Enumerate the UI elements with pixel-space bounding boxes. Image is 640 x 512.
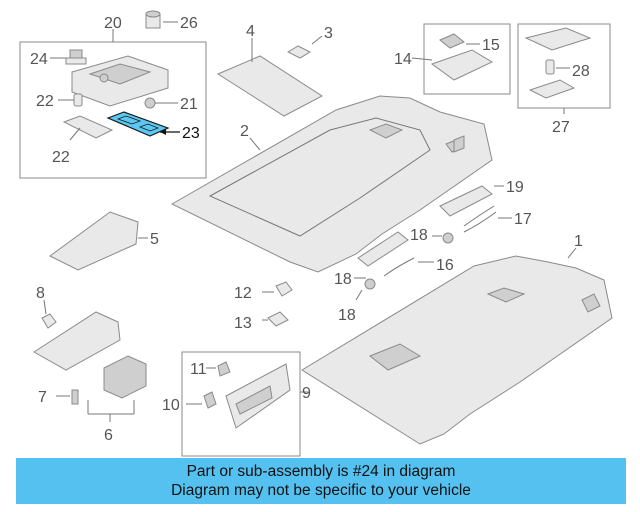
callout-29[interactable]: 28 [572, 63, 590, 80]
callout-17[interactable]: 17 [514, 211, 532, 228]
part-18-screw-lower[interactable] [364, 278, 376, 290]
part-1-headliner[interactable] [301, 255, 613, 445]
callout-16[interactable]: 16 [436, 257, 454, 274]
part-8-clip[interactable] [41, 313, 57, 329]
callout-7[interactable]: 7 [38, 389, 47, 406]
callout-20[interactable]: 19 [506, 179, 524, 196]
callout-13[interactable]: 13 [234, 315, 252, 332]
callout-6[interactable]: 6 [104, 427, 113, 444]
part-28-lamp[interactable] [524, 27, 592, 99]
part-15-bulb[interactable] [439, 33, 465, 49]
callout-26[interactable]: 24 [30, 51, 48, 68]
callout-11[interactable]: 11 [190, 361, 207, 378]
part-18-screw-upper[interactable] [442, 232, 454, 244]
group-box-9 [181, 351, 301, 457]
callout-19[interactable]: 18 [334, 271, 352, 288]
part-16-grip[interactable] [383, 257, 415, 277]
part-22-screw[interactable] [144, 97, 166, 109]
part-23-lens[interactable] [62, 115, 114, 139]
callout-27[interactable]: 26 [180, 15, 198, 32]
callout-21[interactable]: 20 [104, 15, 122, 32]
banner-line-1: Part or sub-assembly is #24 in diagram [186, 463, 456, 480]
callout-25[interactable]: 22 [36, 93, 54, 110]
callout-2[interactable]: 2 [240, 123, 249, 140]
callout-10[interactable]: 10 [162, 397, 180, 414]
part-10-hinge[interactable] [203, 391, 217, 409]
part-19-handle[interactable] [357, 231, 409, 267]
part-12-clip[interactable] [275, 281, 293, 297]
part-20-handle[interactable] [439, 185, 493, 217]
callout-12[interactable]: 12 [234, 285, 252, 302]
callout-3[interactable]: 3 [324, 25, 333, 42]
part-29-bulb[interactable] [545, 59, 555, 75]
callout-18b[interactable]: 18 [338, 307, 356, 324]
callout-9[interactable]: 9 [302, 385, 311, 402]
info-banner: Part or sub-assembly is #24 in diagram D… [16, 458, 626, 504]
callout-14[interactable]: 14 [394, 51, 412, 68]
callout-28[interactable]: 27 [552, 119, 570, 136]
callout-18a[interactable]: 18 [410, 227, 428, 244]
part-9-sunvisor[interactable] [225, 363, 291, 429]
part-7-screw[interactable] [71, 389, 79, 405]
callout-15[interactable]: 15 [482, 37, 500, 54]
part-24-highlighted[interactable] [106, 111, 170, 137]
part-6-block[interactable] [103, 355, 147, 399]
callout-24[interactable]: 23 [182, 125, 200, 142]
part-2-headliner[interactable] [170, 95, 493, 273]
part-26-clip[interactable] [65, 49, 87, 65]
part-14-lamp[interactable] [430, 49, 494, 81]
callout-8[interactable]: 8 [36, 285, 45, 302]
callout-1[interactable]: 1 [574, 233, 583, 250]
banner-line-2: Diagram may not be specific to your vehi… [171, 482, 471, 499]
part-4-panel[interactable] [216, 55, 323, 117]
callout-23[interactable]: 22 [52, 149, 70, 166]
callout-4[interactable]: 4 [246, 23, 255, 40]
part-3-clip[interactable] [286, 45, 312, 59]
part-5-trim[interactable] [49, 211, 139, 271]
part-17-grip[interactable] [463, 205, 497, 233]
part-lower-console[interactable] [33, 311, 121, 371]
part-27-clip[interactable] [145, 10, 161, 29]
callout-22[interactable]: 21 [180, 96, 198, 113]
parts-diagram: 20 26 24 22 21 23 22 [19, 10, 613, 457]
part-21-lamp-housing[interactable] [71, 55, 169, 107]
part-11-clip[interactable] [217, 361, 231, 377]
part-25-bulb[interactable] [73, 93, 83, 107]
callout-5[interactable]: 5 [150, 231, 159, 248]
part-13-clip[interactable] [267, 311, 289, 327]
